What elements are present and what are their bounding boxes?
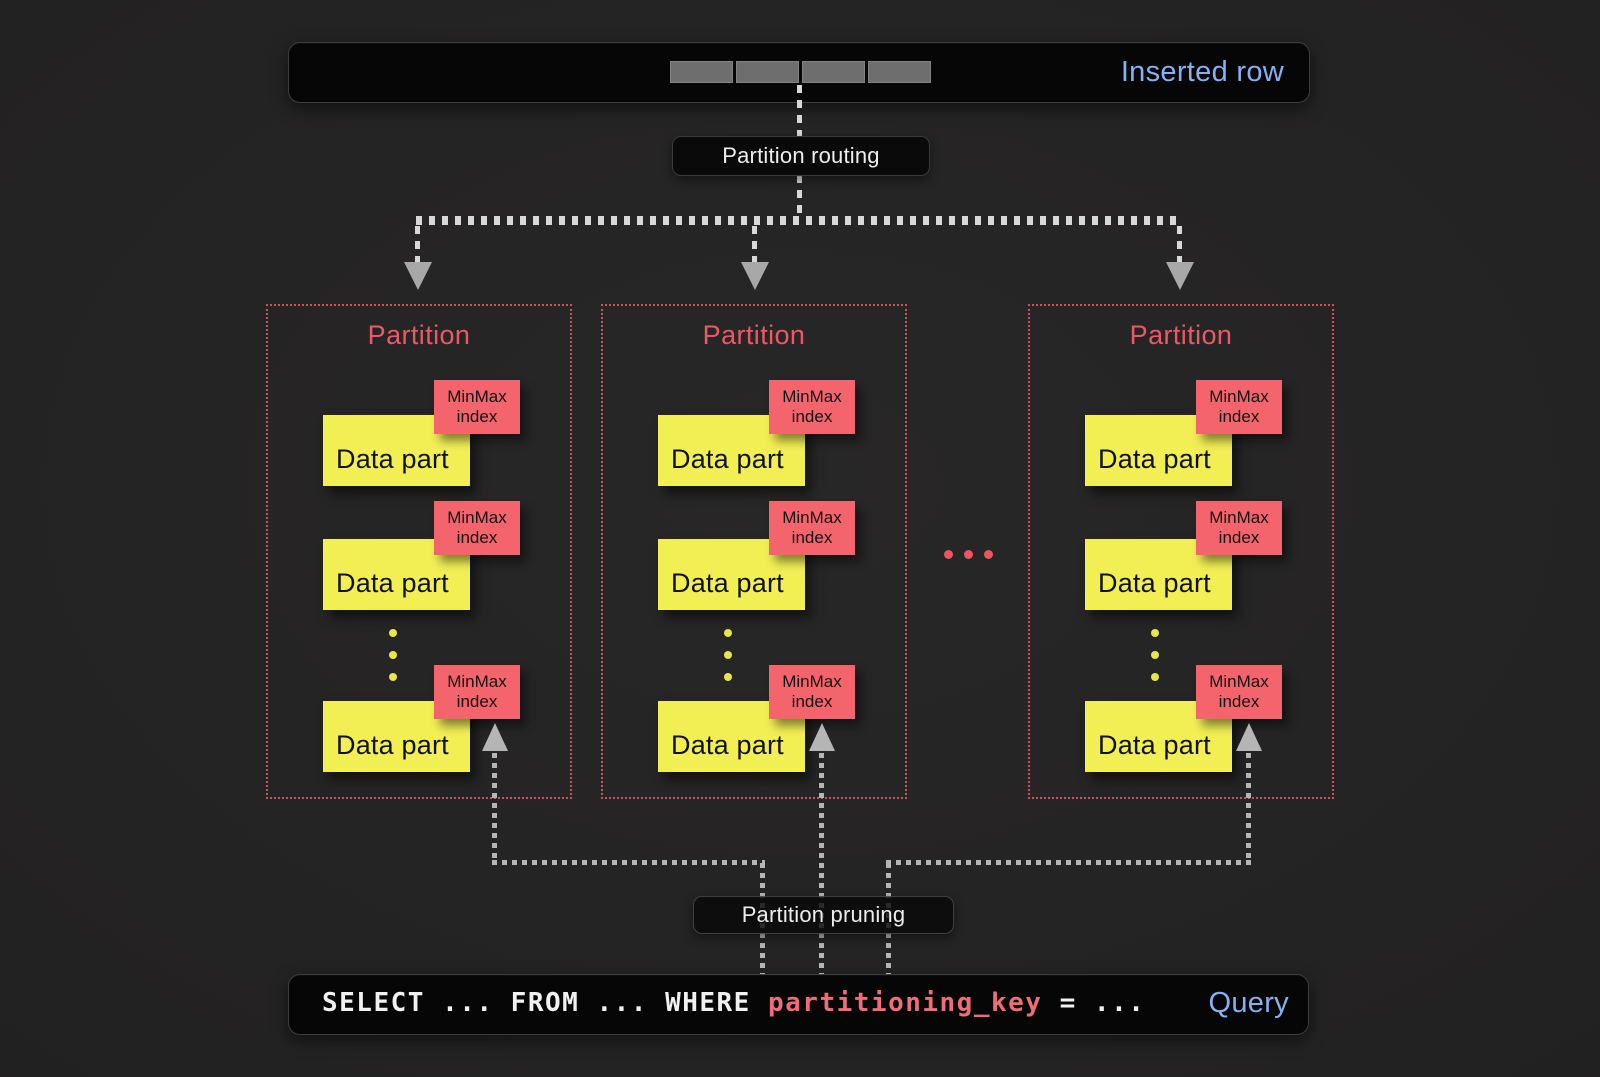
- branch-stub-right: [1177, 226, 1182, 262]
- sql-suffix: = ...: [1042, 988, 1146, 1018]
- pruning-line-p2: [819, 753, 824, 974]
- sql-prefix: SELECT ... FROM ... WHERE: [322, 988, 768, 1018]
- partition-pruning-label: Partition pruning: [693, 896, 954, 934]
- arrow-up-icon: [482, 723, 508, 751]
- minmax-index-tag: MinMax index: [1196, 665, 1282, 719]
- routing-connector-bottom: [797, 175, 802, 219]
- partition-routing-label: Partition routing: [672, 136, 930, 176]
- row-segment: [736, 61, 799, 83]
- arrow-down-icon: [404, 262, 432, 290]
- query-box: [288, 974, 1309, 1035]
- branch-stub-left: [415, 226, 420, 262]
- row-segment: [802, 61, 865, 83]
- minmax-index-tag: MinMax index: [769, 380, 855, 434]
- pruning-line-p3: [1246, 753, 1251, 863]
- partition-title: Partition: [1129, 320, 1233, 350]
- inserted-row-label: Inserted row: [1120, 56, 1284, 88]
- minmax-index-tag: MinMax index: [769, 501, 855, 555]
- more-parts-dots: [724, 629, 732, 695]
- data-part-box: Data part: [1085, 415, 1232, 486]
- minmax-index-tag: MinMax index: [434, 380, 520, 434]
- partition-title: Partition: [367, 320, 471, 350]
- query-label: Query: [1208, 987, 1289, 1019]
- partition-box-2: Partition MinMax index Data part MinMax …: [601, 304, 907, 799]
- pruning-line-p1-horizontal: [492, 860, 765, 865]
- partition-box-1: Partition MinMax index Data part MinMax …: [266, 304, 572, 799]
- branch-line: [416, 216, 1182, 225]
- arrow-down-icon: [741, 262, 769, 290]
- data-part-box: Data part: [1085, 539, 1232, 610]
- row-segment: [868, 61, 931, 83]
- minmax-index-tag: MinMax index: [1196, 501, 1282, 555]
- branch-stub-middle: [752, 226, 757, 262]
- partition-box-3: Partition MinMax index Data part MinMax …: [1028, 304, 1334, 799]
- minmax-index-tag: MinMax index: [434, 501, 520, 555]
- partition-title: Partition: [702, 320, 806, 350]
- pruning-line-p1: [492, 753, 497, 863]
- more-parts-dots: [1151, 629, 1159, 695]
- minmax-index-tag: MinMax index: [434, 665, 520, 719]
- more-parts-dots: [389, 629, 397, 695]
- arrow-up-icon: [1236, 723, 1262, 751]
- more-partitions-dots: [944, 550, 993, 559]
- arrow-down-icon: [1166, 262, 1194, 290]
- query-sql-text: SELECT ... FROM ... WHERE partitioning_k…: [322, 988, 1145, 1018]
- pruning-line-p3-horizontal: [886, 860, 1251, 865]
- minmax-index-tag: MinMax index: [769, 665, 855, 719]
- arrow-up-icon: [809, 723, 835, 751]
- sql-partitioning-key: partitioning_key: [768, 988, 1043, 1018]
- minmax-index-tag: MinMax index: [1196, 380, 1282, 434]
- inserted-row-segments-bar: [670, 61, 931, 83]
- row-segment: [670, 61, 733, 83]
- data-part-box: Data part: [323, 701, 470, 772]
- routing-connector-top: [797, 85, 802, 136]
